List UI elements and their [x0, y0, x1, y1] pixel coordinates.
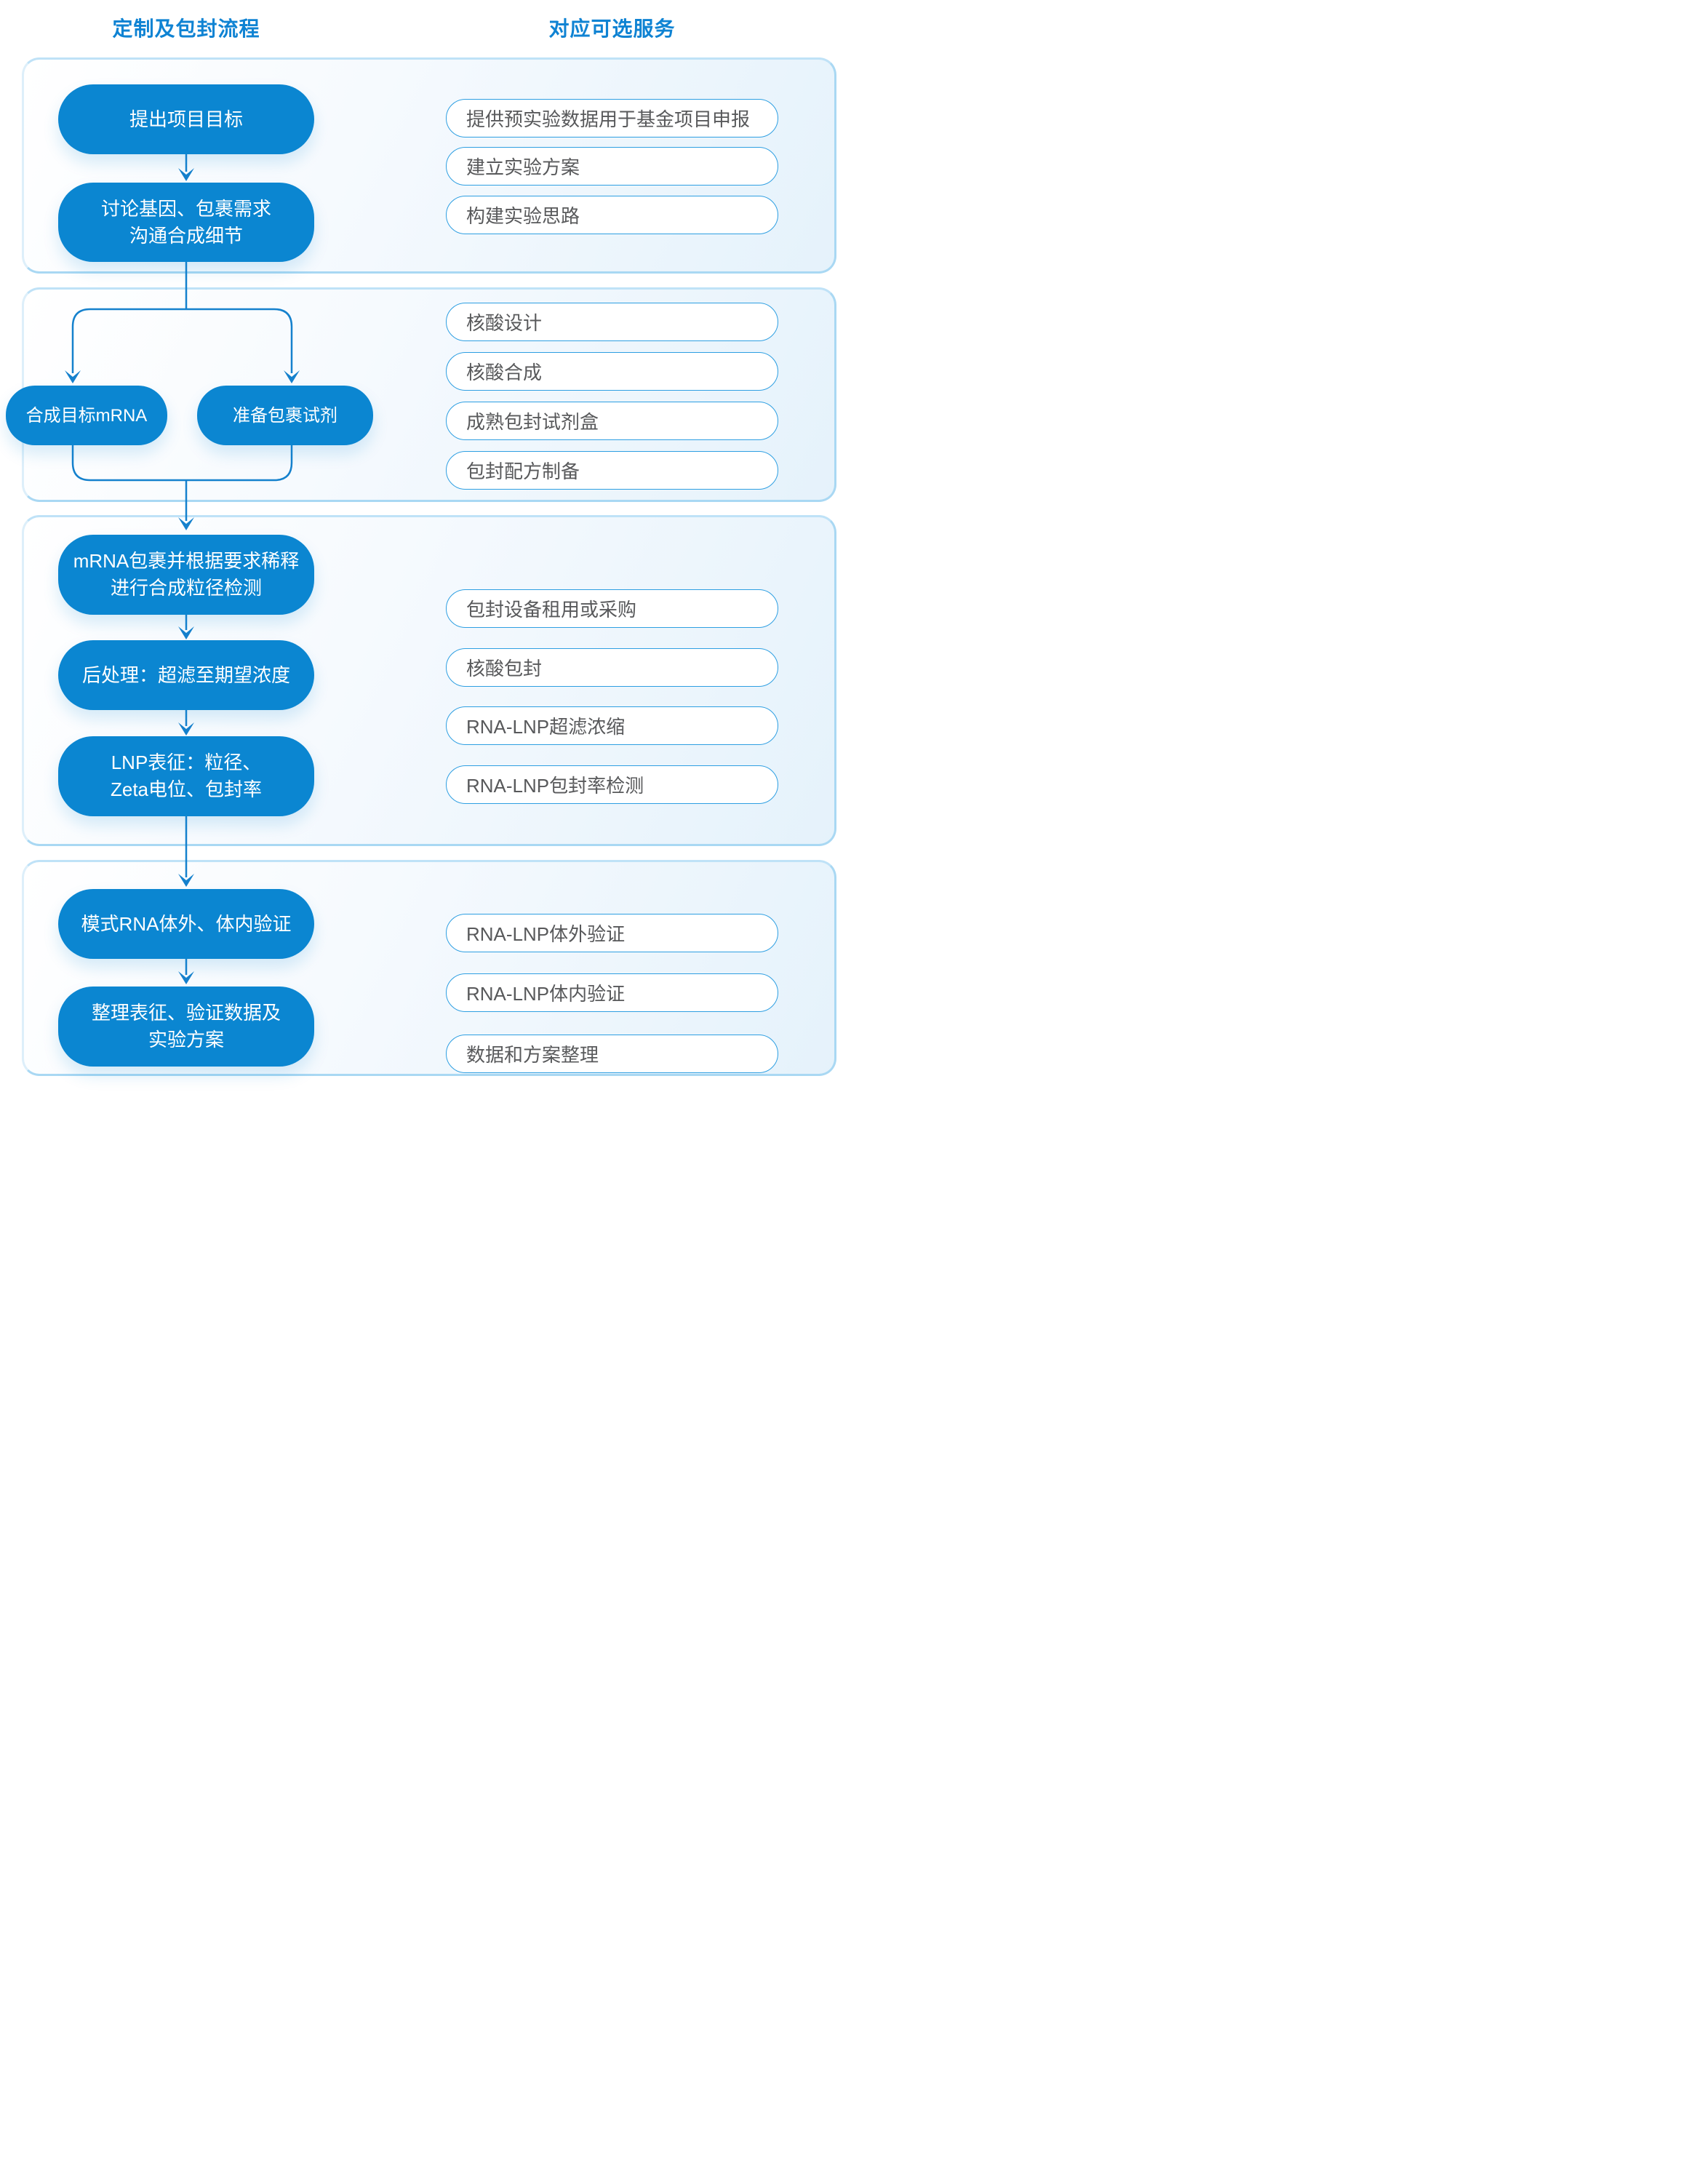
- flow-node-propose-goal: 提出项目目标: [58, 84, 314, 154]
- service-pill-formulation-prep: 包封配方制备: [446, 451, 778, 490]
- flow-node-post-processing: 后处理：超滤至期望浓度: [58, 640, 314, 710]
- service-pill-invivo-validation: RNA-LNP体内验证: [446, 973, 778, 1012]
- arrow-down-icon: [178, 615, 194, 639]
- arrow-down-icon: [178, 710, 194, 736]
- service-pill-experiment-plan: 建立实验方案: [446, 147, 778, 186]
- branch-merge-connector: [71, 445, 293, 530]
- service-pill-nucleic-encapsulation: 核酸包封: [446, 648, 778, 687]
- flow-node-prepare-reagents: 准备包裹试剂: [197, 386, 373, 445]
- service-pill-encapsulation-rate: RNA-LNP包封率检测: [446, 765, 778, 804]
- column-header-process: 定制及包封流程: [112, 17, 260, 40]
- flow-node-lnp-characterization: LNP表征：粒径、 Zeta电位、包封率: [58, 736, 314, 816]
- service-pill-data-organization: 数据和方案整理: [446, 1035, 778, 1073]
- arrow-down-icon: [178, 154, 194, 181]
- arrow-down-icon: [178, 959, 194, 984]
- arrow-down-icon: [178, 816, 194, 887]
- flow-node-encapsulate-dilute: mRNA包裹并根据要求稀释 进行合成粒径检测: [58, 535, 314, 615]
- service-pill-invitro-validation: RNA-LNP体外验证: [446, 914, 778, 952]
- column-header-services: 对应可选服务: [548, 17, 676, 40]
- service-pill-equipment-rental: 包封设备租用或采购: [446, 589, 778, 628]
- flow-node-rna-validation: 模式RNA体外、体内验证: [58, 889, 314, 959]
- flow-connectors: [65, 154, 300, 984]
- flow-node-discuss-requirements: 讨论基因、包裹需求 沟通合成细节: [58, 183, 314, 262]
- service-pill-preliminary-data: 提供预实验数据用于基金项目申报: [446, 99, 778, 138]
- service-pill-ultrafiltration: RNA-LNP超滤浓缩: [446, 706, 778, 745]
- flow-node-synthesize-mrna: 合成目标mRNA: [6, 386, 167, 445]
- service-pill-nucleic-design: 核酸设计: [446, 303, 778, 341]
- service-pill-nucleic-synthesis: 核酸合成: [446, 352, 778, 391]
- flowchart-canvas: 定制及包封流程 对应可选服务: [0, 0, 851, 1092]
- flow-node-organize-data: 整理表征、验证数据及 实验方案: [58, 987, 314, 1067]
- service-pill-experiment-ideas: 构建实验思路: [446, 196, 778, 234]
- branch-split-connector: [65, 262, 300, 383]
- service-pill-encapsulation-kit: 成熟包封试剂盒: [446, 402, 778, 440]
